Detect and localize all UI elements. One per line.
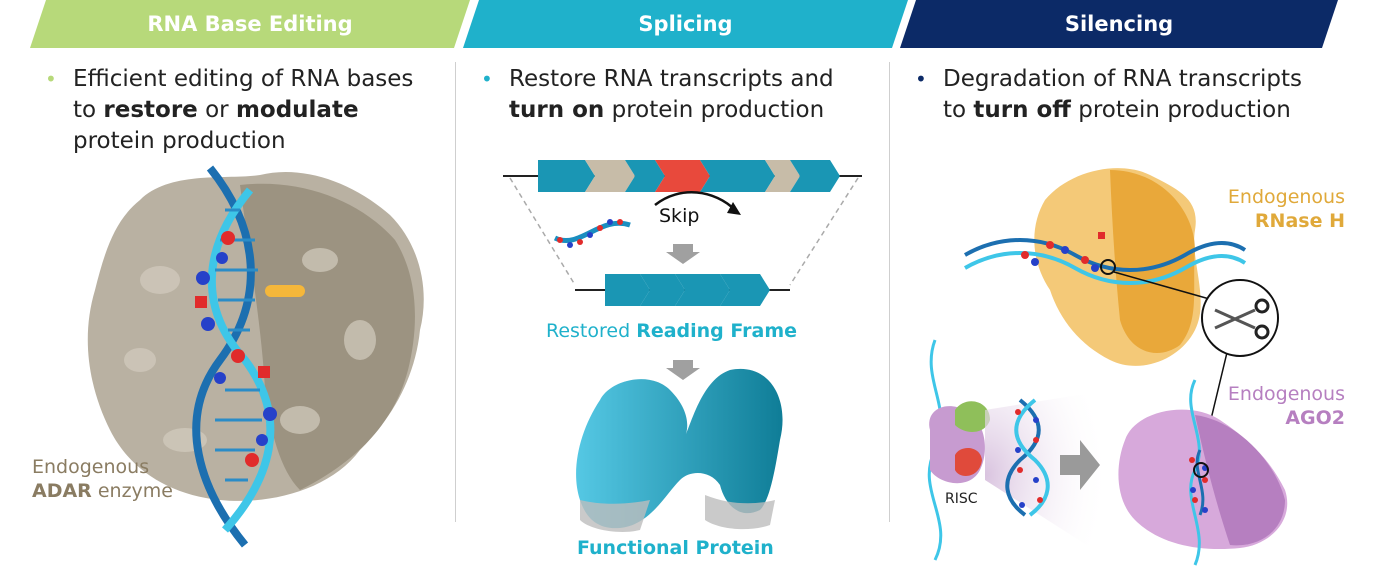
restored-exon-bar <box>575 274 790 306</box>
scissors-icon <box>1201 279 1279 357</box>
bullet-line: Efficient editing of RNA bases <box>73 66 414 92</box>
label-line: ADAR enzyme <box>32 479 173 503</box>
bullet-editing: • Efficient editing of RNA bases to rest… <box>45 64 414 157</box>
banner-title: Splicing <box>638 12 733 36</box>
emphasis-turn-off: turn off <box>973 97 1071 123</box>
bullet-line: protein production <box>73 128 286 154</box>
emphasis-restore: restore <box>103 97 198 123</box>
label-emphasis: RNase H <box>1254 210 1345 232</box>
restored-reading-frame-label: Restored Reading Frame <box>546 319 797 343</box>
label-text: Restored <box>546 320 637 342</box>
label-line: Endogenous <box>32 456 150 478</box>
risc-label: RISC <box>945 491 978 507</box>
banner-title: RNA Base Editing <box>147 12 353 36</box>
risc-complex <box>929 401 990 484</box>
text: to <box>73 97 104 123</box>
bullet-dot-icon: • <box>481 67 493 91</box>
emphasis-turn-on: turn on <box>509 97 605 123</box>
bullet-line: Restore RNA transcripts and <box>509 66 834 92</box>
down-arrow-icon <box>666 244 700 264</box>
zoom-line <box>1113 271 1214 301</box>
label-emphasis: ADAR <box>32 480 92 502</box>
column-divider <box>455 62 456 522</box>
label-emphasis: Reading Frame <box>636 320 798 342</box>
label-text: enzyme <box>91 480 173 502</box>
down-arrow-icon <box>666 360 700 380</box>
rnase-h-enzyme <box>1034 168 1201 366</box>
bullet-line: to restore or modulate <box>73 95 413 126</box>
skip-arc-arrow <box>654 191 736 211</box>
text: or <box>197 97 236 123</box>
emphasis-modulate: modulate <box>235 97 359 123</box>
text: protein production <box>1070 97 1291 123</box>
bullet-line: turn on protein production <box>509 95 834 126</box>
label-emphasis: AGO2 <box>1285 407 1345 429</box>
ago2-label: Endogenous AGO2 <box>1220 382 1345 430</box>
adar-label: Endogenous ADAR enzyme <box>32 455 173 503</box>
banner-splicing: Splicing <box>463 0 908 48</box>
text: to <box>943 97 974 123</box>
adar-enzyme-blob <box>87 171 424 501</box>
rna-helix-editing <box>192 165 305 548</box>
skip-arrow-head-icon <box>727 202 741 215</box>
functional-protein-label: Functional Protein <box>577 537 774 559</box>
text: protein production <box>604 97 825 123</box>
exon-bar <box>503 160 862 286</box>
column-divider <box>889 62 890 522</box>
banner-silencing: Silencing <box>900 0 1338 48</box>
antisense-oligo <box>553 219 631 248</box>
bullet-line: Degradation of RNA transcripts <box>943 66 1303 92</box>
bullet-dot-icon: • <box>45 67 57 91</box>
bullet-dot-icon: • <box>915 67 927 91</box>
banner-rna-base-editing: RNA Base Editing <box>30 0 470 48</box>
rna-duplex-silencing <box>964 232 1247 285</box>
sirna-duplex <box>1005 398 1050 517</box>
skip-label: Skip <box>659 205 700 227</box>
banner-title: Silencing <box>1064 12 1174 36</box>
label-line: Endogenous <box>1227 383 1345 405</box>
mrna-on-ago2 <box>1189 379 1209 566</box>
label-line: Endogenous <box>1227 186 1345 208</box>
bullet-silencing: • Degradation of RNA transcripts to turn… <box>915 64 1303 126</box>
rnase-h-label: Endogenous RNase H <box>1220 185 1345 233</box>
bullet-splicing: • Restore RNA transcripts and turn on pr… <box>481 64 834 126</box>
right-arrow-icon <box>1060 440 1100 490</box>
functional-protein <box>576 368 783 532</box>
bullet-line: to turn off protein production <box>943 95 1302 126</box>
